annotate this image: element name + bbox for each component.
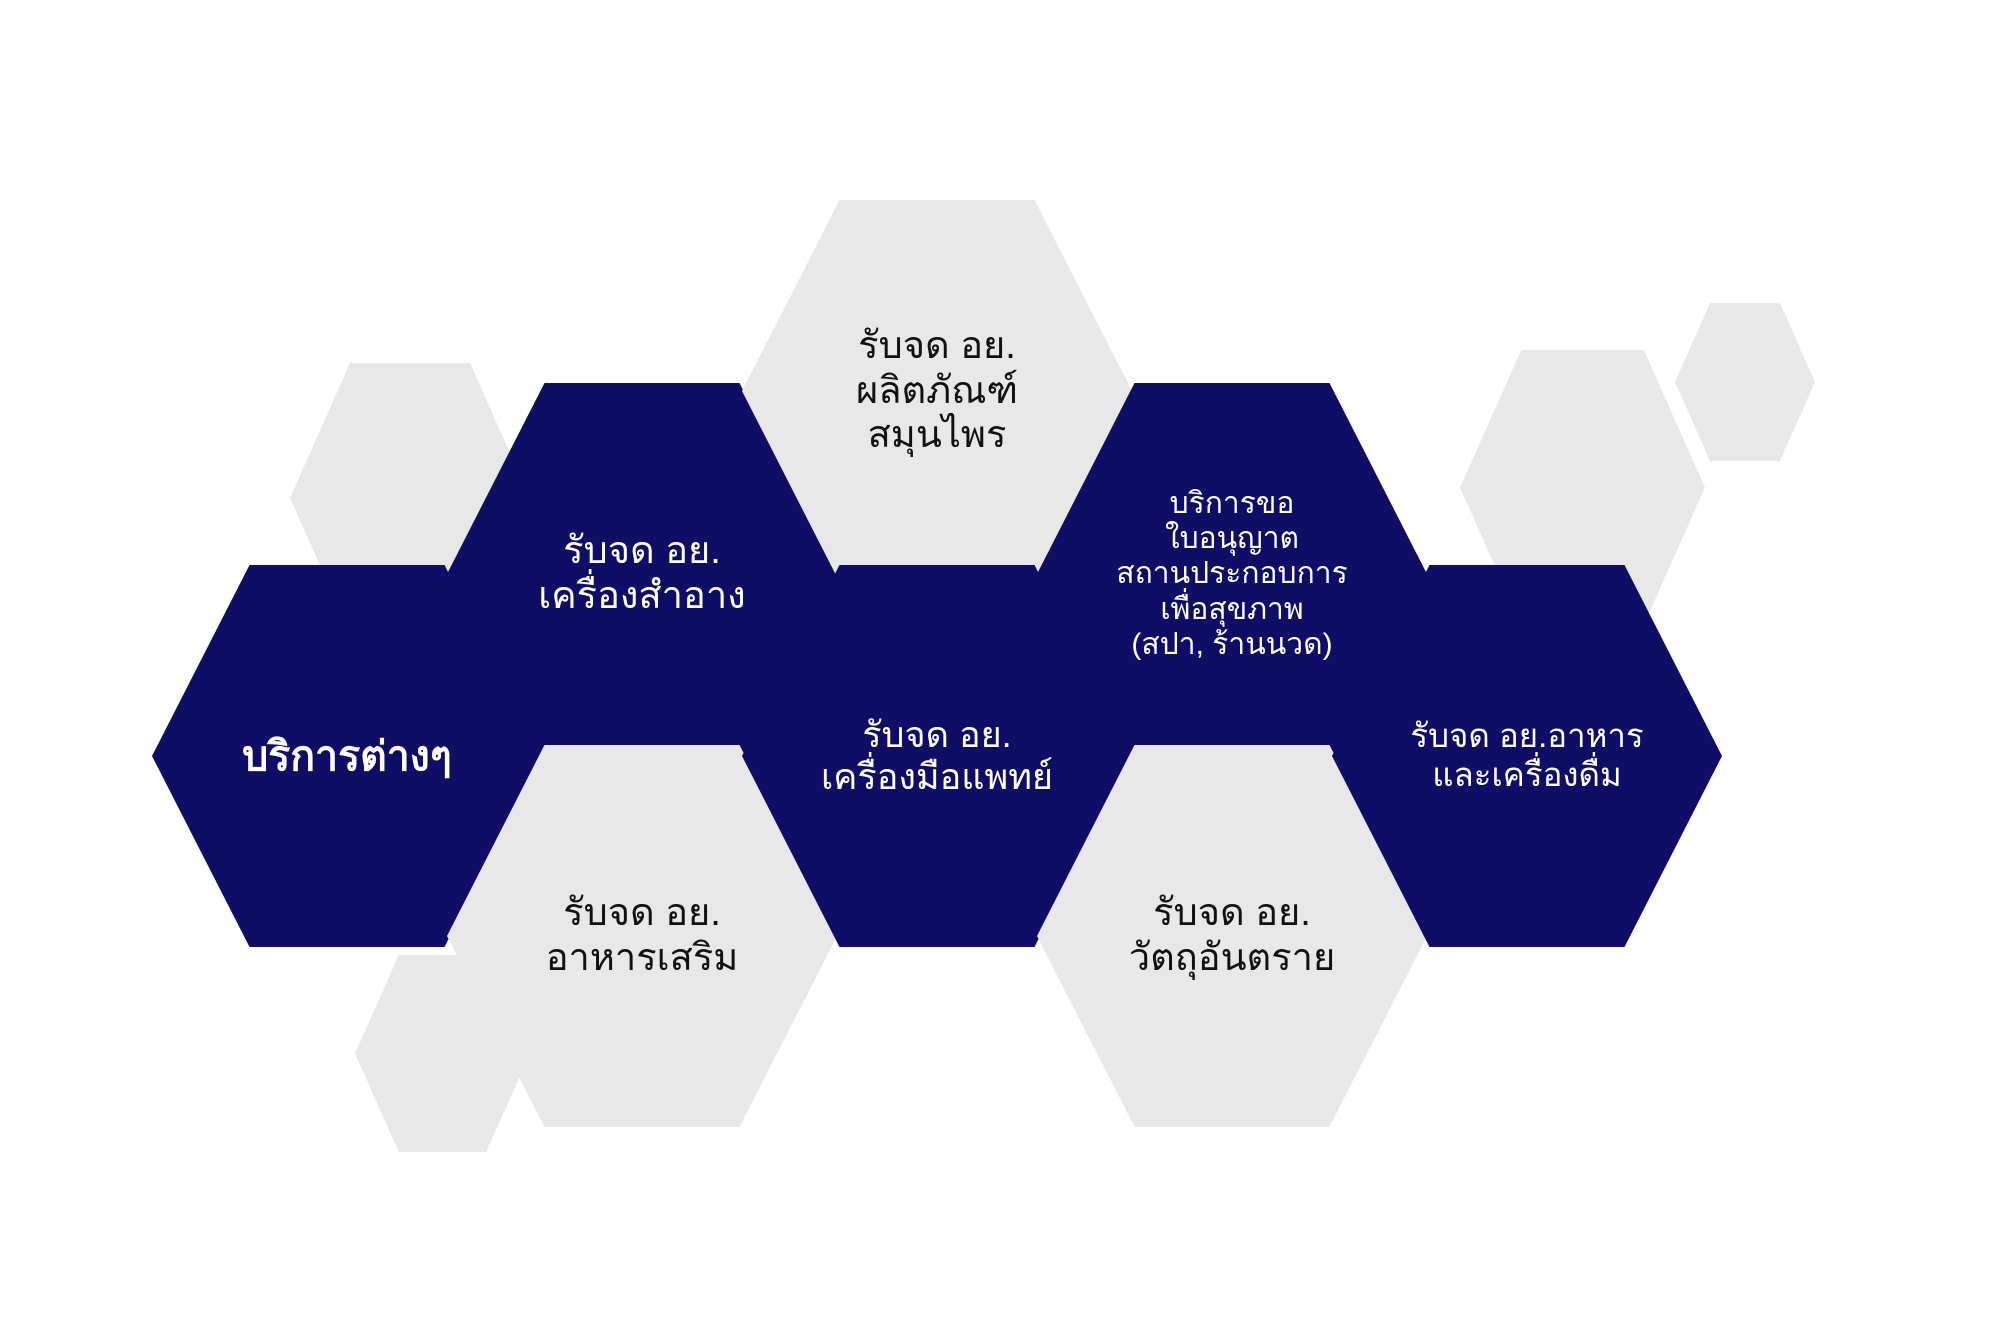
fda-medical-devices-label: รับจด อย. เครื่องมือแพทย์ [820,713,1054,797]
decorative-hexagon-right-small [1675,303,1815,461]
fda-food-and-beverage-hex[interactable]: รับจด อย.อาหาร และเครื่องดื่ม [1332,565,1722,947]
fda-cosmetics-label: รับจด อย. เครื่องสำอาง [538,530,746,617]
health-establishment-license-label: บริการขอ ใบอนุญาต สถานประกอบการ เพื่อสุข… [1116,486,1348,662]
services-root-label: บริการต่างๆ [242,732,452,779]
fda-herbal-products-label: รับจด อย. ผลิตภัณฑ์ สมุนไพร [855,324,1019,457]
fda-food-and-beverage-label: รับจด อย.อาหาร และเครื่องดื่ม [1410,717,1644,793]
fda-hazardous-substances-label: รับจด อย. วัตถุอันตราย [1128,892,1336,979]
fda-dietary-supplements-label: รับจด อย. อาหารเสริม [545,892,739,979]
